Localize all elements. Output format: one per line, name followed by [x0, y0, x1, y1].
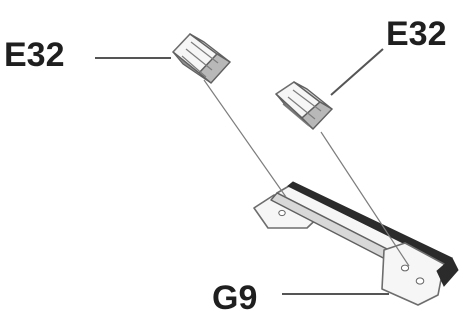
callout-label-g9: G9	[212, 279, 257, 317]
connector-line-left-e32	[203, 79, 287, 198]
callout-label-e32-right: E32	[386, 15, 447, 53]
g9-bracket-assembly	[253, 181, 459, 306]
connector-line-right-e32	[320, 131, 410, 267]
callout-label-e32-left: E32	[4, 36, 65, 74]
leader-line-e32-right	[330, 48, 384, 96]
e32-part-left	[172, 33, 231, 84]
e32-part-right	[275, 81, 333, 130]
